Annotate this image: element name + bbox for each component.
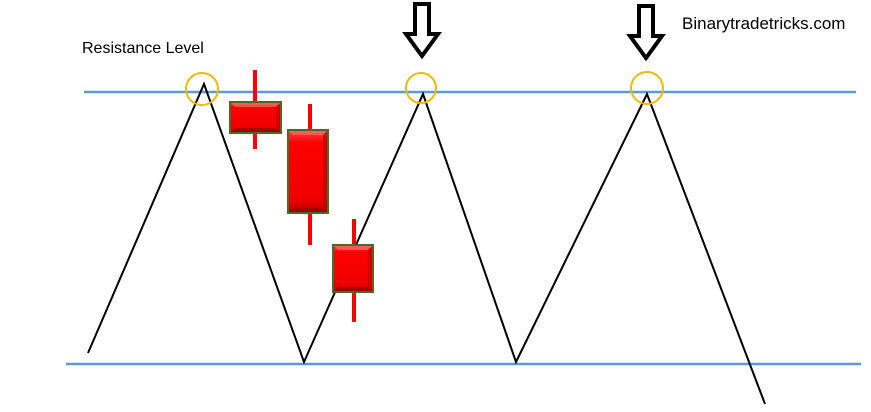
candle-bevel-top (289, 131, 327, 135)
resistance-touch-circles (185, 71, 664, 106)
candle-bevel-top (334, 246, 372, 250)
highlight-circle (630, 71, 664, 105)
price-zigzag-line (87, 81, 766, 405)
candle-bevel-right (368, 246, 372, 291)
candle-body (287, 129, 329, 214)
resistance-level-label: Resistance Level (82, 40, 204, 57)
candle-body (332, 244, 374, 293)
candle-bevel-bottom (334, 287, 372, 291)
candle-body (229, 101, 282, 134)
candlestick (332, 219, 374, 322)
candle-bevel-right (276, 103, 280, 132)
watermark-text: Binarytradetricks.com (682, 14, 846, 33)
candlestick-group (229, 70, 374, 322)
highlight-circle (405, 72, 437, 104)
highlight-circle (185, 72, 219, 106)
down-arrow-icon (626, 4, 666, 62)
candle-bevel-bottom (231, 128, 280, 132)
candlestick (287, 104, 329, 245)
down-arrow-icon (402, 2, 442, 60)
candle-bevel-right (323, 131, 327, 212)
candle-bevel-top (231, 103, 280, 107)
candlestick (229, 70, 282, 149)
candle-bevel-bottom (289, 208, 327, 212)
down-arrow-group (402, 2, 666, 62)
